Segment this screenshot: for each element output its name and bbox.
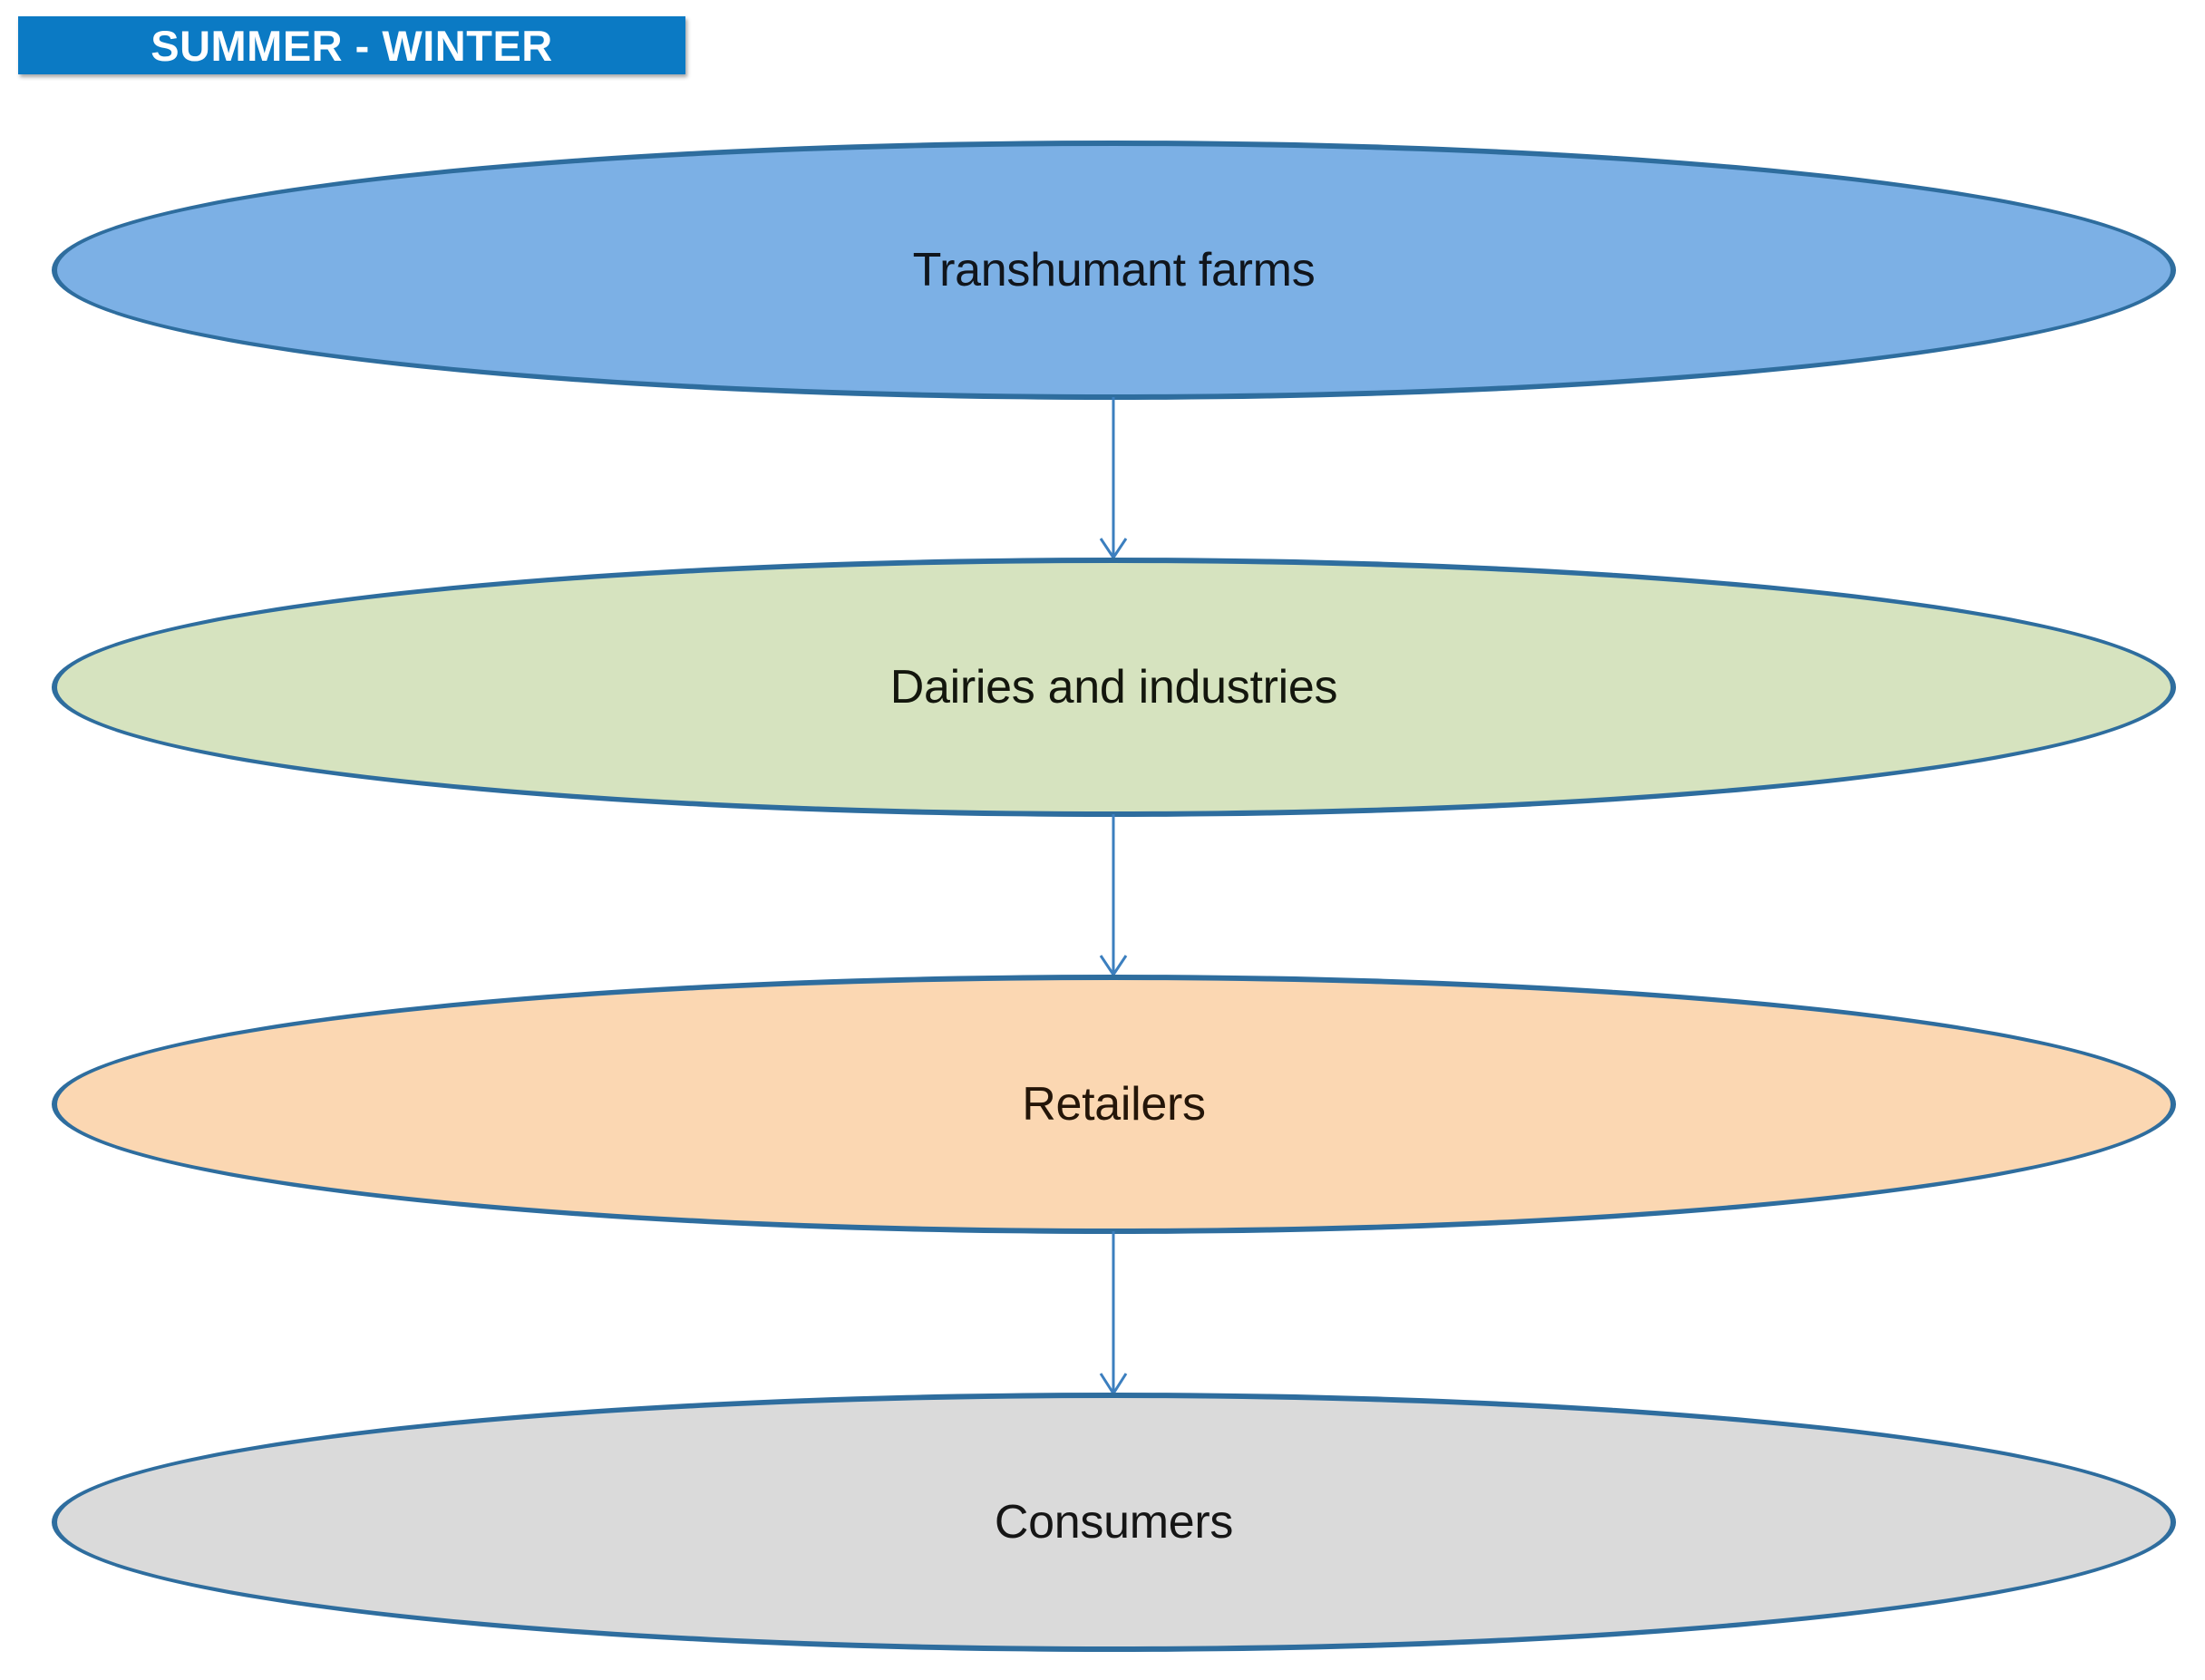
connector-arrow-dairies-to-retailers xyxy=(1068,814,1159,977)
stage-ellipse-consumers: Consumers xyxy=(52,1393,2176,1652)
stage-ellipse-transhumant-farms: Transhumant farms xyxy=(52,141,2176,400)
arrow-down-icon xyxy=(1099,1231,1128,1396)
season-badge: SUMMER - WINTER xyxy=(18,16,685,74)
stage-label-retailers: Retailers xyxy=(1022,1078,1206,1131)
stage-label-transhumant-farms: Transhumant farms xyxy=(912,244,1316,296)
stage-ellipse-dairies-and-industries: Dairies and industries xyxy=(52,558,2176,817)
connector-arrow-retailers-to-consumers xyxy=(1068,1231,1159,1396)
arrow-down-icon xyxy=(1099,397,1128,560)
season-badge-label: SUMMER - WINTER xyxy=(151,21,553,70)
stage-ellipse-retailers: Retailers xyxy=(52,975,2176,1234)
stage-label-consumers: Consumers xyxy=(994,1496,1234,1549)
connector-arrow-farms-to-dairies xyxy=(1068,397,1159,560)
arrow-down-icon xyxy=(1099,814,1128,977)
stage-label-dairies-and-industries: Dairies and industries xyxy=(889,661,1338,714)
